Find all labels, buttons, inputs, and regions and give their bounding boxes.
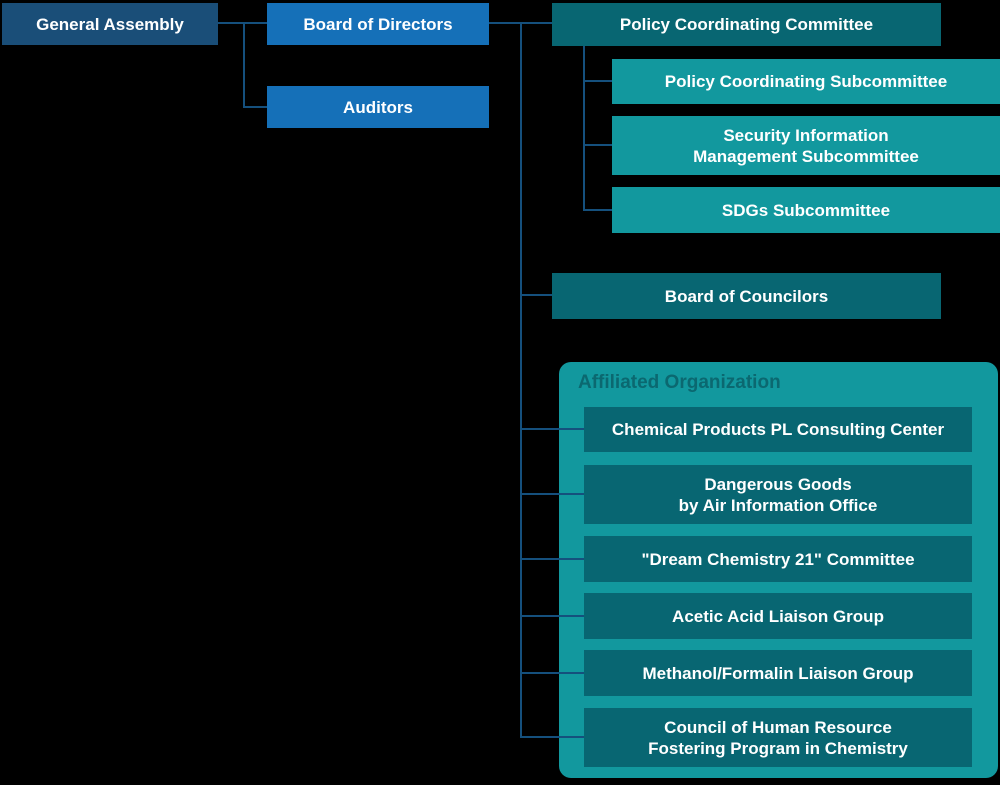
org-node-general-assembly: General Assembly [2,3,218,45]
org-node-methanol-formalin-liaison-group: Methanol/Formalin Liaison Group [584,650,972,696]
connector-to-affiliated-2 [520,493,584,495]
org-node-dream-chemistry-21-committee: "Dream Chemistry 21" Committee [584,536,972,582]
org-node-policy-coordinating-subcommittee: Policy Coordinating Subcommittee [612,59,1000,104]
connector-to-councilors [520,294,552,296]
org-node-chemical-products-pl-consulting-center: Chemical Products PL Consulting Center [584,407,972,452]
connector-to-auditors [243,106,267,108]
connector-to-affiliated-6 [520,736,584,738]
affiliated-organization-title: Affiliated Organization [578,372,781,393]
org-node-security-information-management-subcommittee: Security Information Management Subcommi… [612,116,1000,175]
connector-to-subcommittee-1 [583,80,612,82]
org-node-acetic-acid-liaison-group: Acetic Acid Liaison Group [584,593,972,639]
connector-subcommittee-vertical [583,46,585,211]
connector-to-affiliated-5 [520,672,584,674]
connector-to-affiliated-1 [520,428,584,430]
org-node-board-of-directors: Board of Directors [267,3,489,45]
connector-to-affiliated-3 [520,558,584,560]
org-node-auditors: Auditors [267,86,489,128]
org-node-council-of-human-resource-fostering-program: Council of Human Resource Fostering Prog… [584,708,972,767]
org-node-dangerous-goods-by-air-information-office: Dangerous Goods by Air Information Offic… [584,465,972,524]
connector-vertical-auditors [243,22,245,108]
connector-to-subcommittee-2 [583,144,612,146]
connector-to-affiliated-4 [520,615,584,617]
connector-ga-to-bod [218,22,267,24]
org-node-policy-coordinating-committee: Policy Coordinating Committee [552,3,941,46]
org-node-sdgs-subcommittee: SDGs Subcommittee [612,187,1000,233]
org-node-board-of-councilors: Board of Councilors [552,273,941,319]
connector-to-subcommittee-3 [583,209,612,211]
connector-main-vertical [520,22,522,738]
